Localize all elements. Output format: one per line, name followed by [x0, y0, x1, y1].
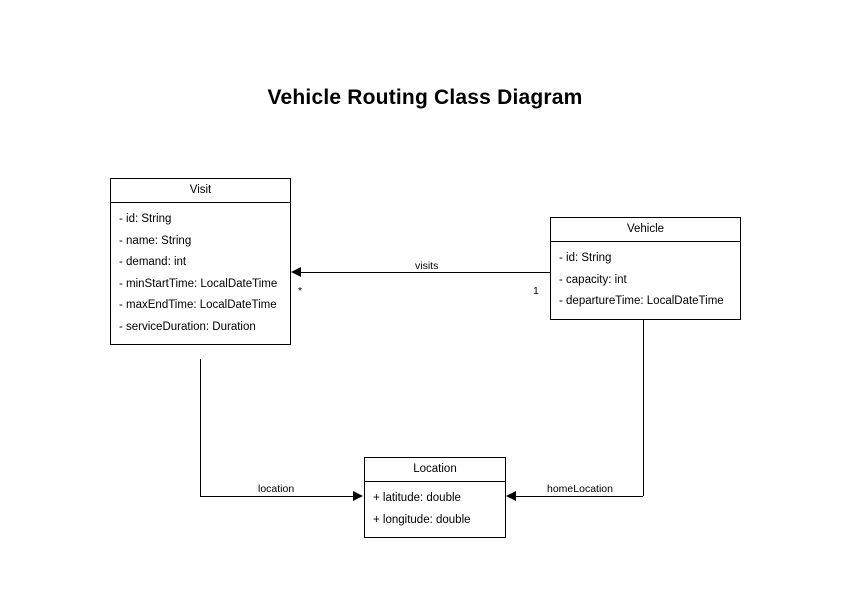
class-box-location[interactable]: Location + latitude: double + longitude:… [364, 457, 506, 538]
class-attribute: - maxEndTime: LocalDateTime [119, 299, 277, 311]
edge-label-location: location [254, 484, 299, 495]
class-attribute: - serviceDuration: Duration [119, 320, 256, 333]
class-attribute: - minStartTime: LocalDateTime [119, 277, 278, 290]
class-attribute: - departureTime: LocalDateTime [559, 295, 724, 307]
edge-visits-arrowhead-icon [291, 267, 301, 277]
edge-homelocation-arrowhead-icon [506, 491, 516, 501]
edge-label-visits: visits [411, 261, 443, 272]
page-title: Vehicle Routing Class Diagram [267, 86, 583, 109]
class-name-visit: Visit [111, 179, 290, 203]
edge-label-homelocation: homeLocation [543, 484, 617, 495]
class-attribute: - capacity: int [559, 273, 627, 286]
edge-location-arrowhead-icon [353, 491, 363, 501]
edge-homelocation-horizontal-segment [516, 495, 643, 497]
class-attributes-visit: - id: String - name: String - demand: in… [111, 203, 290, 344]
class-name-vehicle: Vehicle [551, 218, 740, 242]
edge-multiplicity-visits-source: 1 [533, 285, 539, 297]
class-attribute: - name: String [119, 234, 192, 247]
class-attribute: - id: String [119, 213, 172, 225]
class-attribute: + longitude: double [373, 513, 471, 526]
class-box-vehicle[interactable]: Vehicle - id: String - capacity: int - d… [550, 217, 741, 320]
class-attribute: - id: String [559, 252, 612, 264]
class-attributes-vehicle: - id: String - capacity: int - departure… [551, 242, 740, 319]
class-attribute: + latitude: double [373, 492, 461, 504]
class-name-location: Location [365, 458, 505, 482]
edge-homelocation-vertical-segment [642, 320, 644, 496]
edge-location-horizontal-segment [199, 495, 354, 497]
edge-multiplicity-visits-target: * [298, 285, 303, 297]
class-attributes-location: + latitude: double + longitude: double [365, 482, 505, 537]
edge-visits-line [293, 271, 550, 273]
class-box-visit[interactable]: Visit - id: String - name: String - dema… [110, 178, 291, 345]
edge-location-vertical-segment [199, 359, 201, 496]
class-attribute: - demand: int [119, 256, 187, 268]
